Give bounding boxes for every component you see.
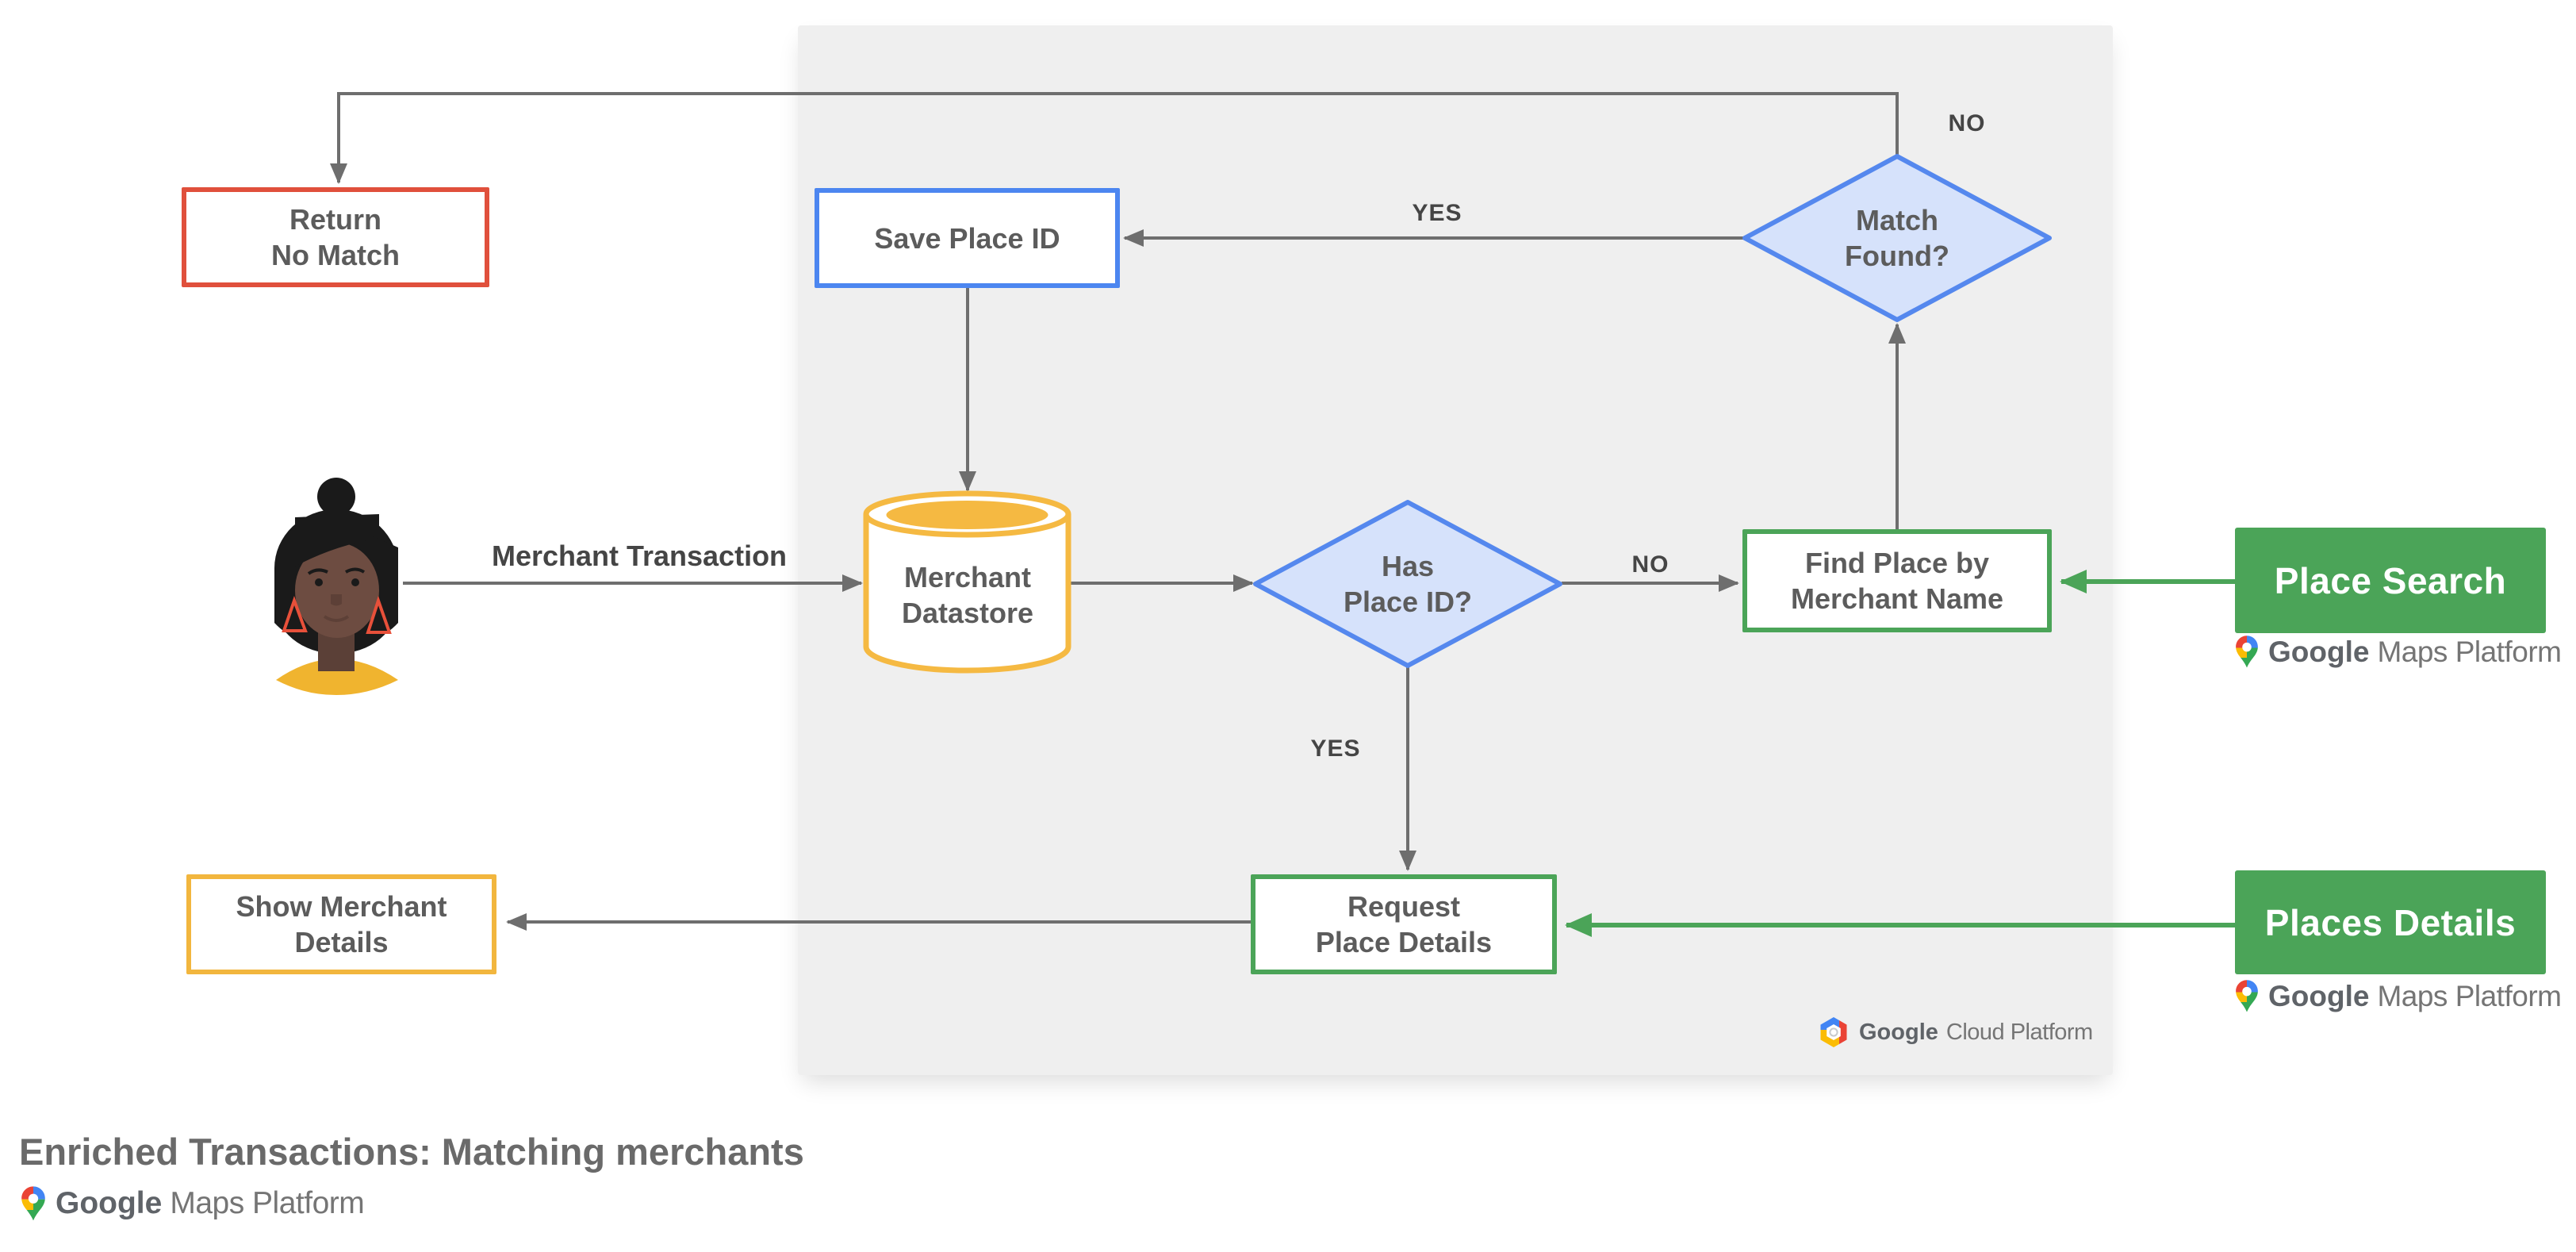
avatar-mouth bbox=[323, 615, 350, 622]
match-found-diamond bbox=[1742, 154, 2052, 322]
return-no-match-box: Return No Match bbox=[182, 187, 489, 287]
save-place-id-label: Save Place ID bbox=[874, 221, 1060, 255]
person-avatar bbox=[274, 478, 398, 695]
avatar-nose bbox=[331, 594, 342, 606]
gmp-logo-place-search: Google Maps Platform bbox=[2235, 635, 2562, 669]
return-no-match-line2: No Match bbox=[271, 239, 400, 271]
merchant-transaction-label: Merchant Transaction bbox=[491, 540, 788, 572]
places-details-box: Places Details bbox=[2235, 870, 2546, 974]
no-label-top: NO bbox=[1948, 110, 1986, 136]
request-place-details-box: Request Place Details bbox=[1251, 874, 1557, 974]
merchant-datastore-label: Merchant Datastore bbox=[901, 561, 1034, 629]
has-place-id-label: Has Place ID? bbox=[1343, 550, 1473, 618]
avatar-earring-right bbox=[366, 595, 392, 634]
has-place-id-diamond bbox=[1253, 500, 1562, 668]
avatar-shirt bbox=[276, 659, 398, 695]
yes-label-mid: YES bbox=[1310, 735, 1361, 762]
save-place-id-box: Save Place ID bbox=[815, 188, 1120, 288]
edge-matchfound-no-to-return bbox=[330, 92, 1899, 184]
find-place-box: Find Place by Merchant Name bbox=[1742, 529, 2052, 632]
gmp-logo-footer: Google Maps Platform bbox=[21, 1185, 365, 1222]
avatar-bang bbox=[295, 514, 379, 566]
merchant-datastore-cylinder bbox=[863, 490, 1071, 674]
avatar-earring-left bbox=[282, 596, 308, 632]
gmp-logo-places-details: Google Maps Platform bbox=[2235, 979, 2562, 1013]
show-merchant-details-box: Show Merchant Details bbox=[186, 874, 496, 974]
maps-pin-icon bbox=[2235, 635, 2259, 669]
avatar-face bbox=[295, 543, 379, 638]
gray-connectors bbox=[330, 92, 1906, 931]
match-found-label: Match Found? bbox=[1845, 204, 1949, 272]
green-connectors bbox=[1565, 570, 2235, 937]
diagram-title: Enriched Transactions: Matching merchant… bbox=[19, 1131, 804, 1173]
no-label-mid: NO bbox=[1631, 551, 1669, 578]
place-search-box: Place Search bbox=[2235, 528, 2546, 633]
gcp-logo: Google Cloud Platform bbox=[1818, 1016, 2093, 1048]
yes-label-top: YES bbox=[1412, 200, 1462, 226]
return-no-match-line1: Return bbox=[289, 203, 381, 236]
avatar-hair-bun bbox=[317, 478, 355, 516]
cloud-hexagon-icon bbox=[1818, 1016, 1850, 1048]
maps-pin-icon bbox=[2235, 979, 2259, 1013]
maps-pin-icon bbox=[21, 1185, 46, 1222]
